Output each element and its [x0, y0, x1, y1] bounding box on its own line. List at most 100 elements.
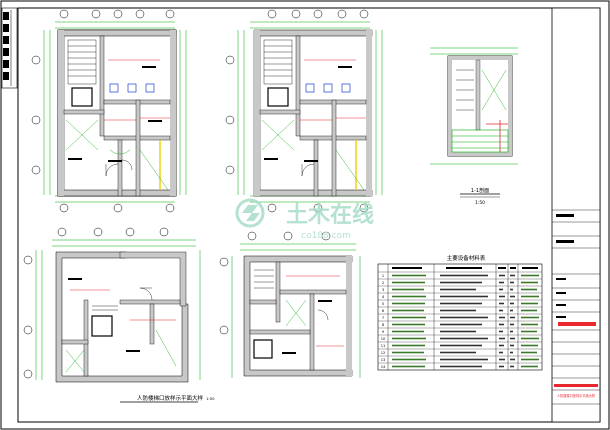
table-cell: [392, 358, 426, 361]
table-cell: [392, 323, 425, 326]
table-cell: [440, 344, 482, 347]
table-row-number: 14: [381, 365, 386, 369]
table-cell: [521, 302, 538, 305]
table-cell: [521, 330, 537, 333]
table-cell: [440, 330, 476, 333]
table-header-cell: [522, 267, 538, 269]
table-row-number: 12: [381, 351, 386, 355]
table-cell: [440, 337, 488, 340]
table-cell: [521, 365, 538, 368]
table-cell: [510, 323, 514, 326]
section-title: 1-1剖面: [471, 187, 489, 194]
table-cell: [392, 344, 425, 347]
table-cell: [440, 323, 482, 326]
table-cell: [521, 323, 538, 326]
table-cell: [499, 358, 505, 361]
table-row-number: 3: [382, 288, 384, 292]
plan-top-left: [31, 9, 187, 213]
table-header-cell: [392, 267, 422, 269]
table-cell: [440, 358, 488, 361]
table-cell: [521, 316, 539, 319]
table-cell: [392, 281, 425, 284]
table-cell: [499, 302, 504, 305]
table-cell: [392, 288, 424, 291]
table-cell: [499, 323, 504, 326]
table-cell: [499, 288, 503, 291]
table-cell: [392, 330, 424, 333]
table-row-number: 1: [382, 274, 384, 278]
table-cell: [499, 295, 505, 298]
table-row-number: 6: [382, 309, 385, 313]
table-cell: [499, 365, 504, 368]
table-cell: [440, 351, 476, 354]
table-cell: [392, 337, 426, 340]
table-cell: [510, 337, 515, 340]
table-cell: [521, 295, 539, 298]
plan-bottom-left-scale: 1:50: [206, 396, 215, 401]
table-cell: [440, 365, 482, 368]
table-row-number: 7: [382, 316, 384, 320]
table-cell: [510, 330, 513, 333]
plan-bottom-left: 人防楼梯口放样示平面大样 1:50: [23, 227, 215, 403]
watermark-logo-icon: [235, 198, 265, 228]
table-cell: [499, 330, 503, 333]
table-cell: [499, 337, 505, 340]
table-cell: [510, 309, 513, 312]
table-cell: [510, 351, 513, 354]
section-1-1: 1-1剖面 1:50: [430, 47, 518, 206]
table-cell: [521, 351, 537, 354]
table-row-number: 2: [382, 281, 384, 285]
table-cell: [510, 316, 515, 319]
table-cell: [392, 309, 424, 312]
table-header-cell: [510, 267, 516, 269]
table-cell-content: [392, 267, 539, 368]
table-cell: [392, 316, 426, 319]
table-cell: [510, 358, 515, 361]
table-cell: [510, 288, 513, 291]
table-row-number: 4: [382, 295, 385, 299]
table-row-lines: [378, 271, 542, 364]
table-cell: [521, 288, 537, 291]
watermark-text: 土木在线: [286, 202, 374, 228]
table-cell: [440, 288, 476, 291]
table-cell: [521, 358, 539, 361]
plan-top-middle: [225, 9, 383, 213]
table-row-number: 10: [381, 337, 386, 341]
table-cell: [392, 302, 425, 305]
table-cell: [392, 295, 426, 298]
table-row-number: 5: [382, 302, 384, 306]
table-cell: [510, 302, 514, 305]
table-cell: [521, 337, 539, 340]
table-cell: [510, 274, 515, 277]
title-block-drawing-title: 人防楼梯口放样示平面大样: [557, 393, 596, 398]
table-cell: [510, 365, 514, 368]
table-cell: [440, 309, 476, 312]
table-cell: [521, 274, 539, 277]
table-cell: [499, 274, 505, 277]
table-cell: [440, 274, 488, 277]
table-row-number: 13: [381, 358, 386, 362]
table-cell: [510, 344, 514, 347]
table-cell: [499, 316, 505, 319]
table-cell: [510, 295, 515, 298]
table-cell: [499, 344, 504, 347]
table-cell: [392, 274, 426, 277]
table-cell: [499, 351, 503, 354]
table-cell: [440, 281, 482, 284]
table-row-number: 11: [381, 344, 386, 348]
table-cell: [440, 295, 488, 298]
table-cell: [440, 316, 488, 319]
watermark: 土木在线 co188.com: [235, 198, 374, 241]
section-scale: 1:50: [475, 200, 485, 206]
table-cell: [392, 365, 425, 368]
table-cell: [499, 309, 503, 312]
table-cell: [521, 281, 538, 284]
table-row-number: 9: [382, 330, 385, 334]
table-header-cell: [446, 267, 482, 269]
table-cell: [440, 302, 482, 305]
plan-bottom-left-title: 人防楼梯口放样示平面大样: [137, 394, 204, 402]
table-cell: [521, 344, 538, 347]
table-cell: [392, 351, 424, 354]
